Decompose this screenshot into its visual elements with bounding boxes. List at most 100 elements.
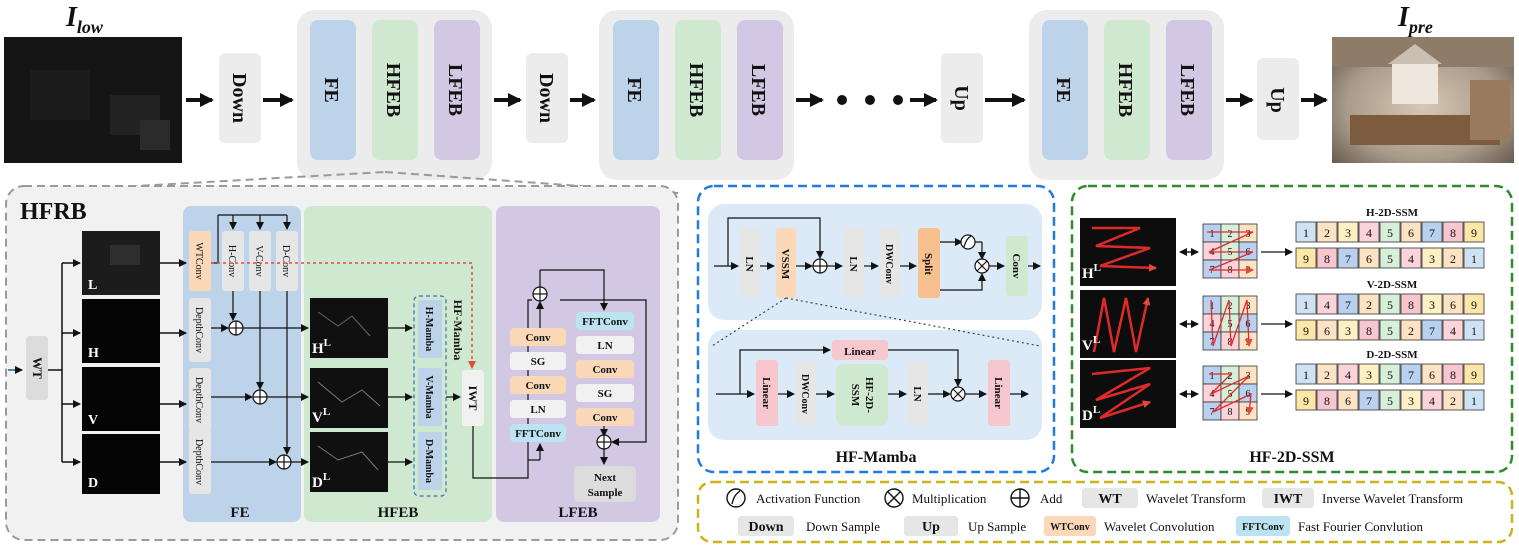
svg-text:Down: Down: [535, 73, 557, 123]
ssm-sequence-cell: [1295, 221, 1317, 243]
ssm-grid-number: 9: [1246, 337, 1251, 348]
ssm-sequence-value: 2: [1450, 394, 1456, 408]
ssm-sequence-value: 3: [1366, 368, 1372, 382]
ssm-sequence-cell: [1421, 247, 1443, 269]
ssm-sequence-value: 2: [1408, 324, 1414, 338]
ssm-feature-image: [1080, 218, 1176, 286]
ssm-sequence-value: 7: [1429, 226, 1435, 240]
svg-text:LN: LN: [743, 256, 755, 271]
svg-text:D-Mamba: D-Mamba: [423, 439, 434, 483]
svg-text:HFEB: HFEB: [1114, 63, 1136, 117]
ssm-sequence-value: 9: [1303, 394, 1309, 408]
ssm-sequence-cell: [1316, 363, 1338, 385]
ssm-sequence-value: 7: [1345, 252, 1351, 266]
svg-text:FE: FE: [1052, 77, 1074, 103]
ssm-sequence-cell: [1295, 363, 1317, 385]
ssm-sequence-cell: [1400, 221, 1422, 243]
svg-text:SG: SG: [598, 388, 613, 400]
svg-text:HFEB: HFEB: [378, 505, 419, 521]
svg-text:Down: Down: [748, 520, 783, 535]
ssm-sequence-cell: [1463, 247, 1485, 269]
svg-text:Conv: Conv: [1010, 253, 1022, 279]
ssm-sequence-value: 1: [1471, 394, 1477, 408]
hf2dssm-block: [836, 364, 888, 426]
ssm-sequence-cell: [1337, 319, 1359, 341]
ssm-sequence-cell: [1379, 363, 1401, 385]
input-image: [4, 37, 182, 163]
svg-text:Multiplication: Multiplication: [912, 491, 987, 506]
svg-text:VL: VL: [312, 406, 330, 426]
svg-text:H-Mamba: H-Mamba: [423, 307, 434, 351]
feature-h: [310, 298, 388, 358]
ssm-grid-number: 7: [1210, 407, 1215, 418]
svg-text:FFTConv: FFTConv: [515, 428, 561, 440]
ssm-sequence-value: 4: [1366, 226, 1372, 240]
svg-text:FFTConv: FFTConv: [1242, 522, 1284, 533]
ssm-sequence-cell: [1379, 319, 1401, 341]
svg-text:Conv: Conv: [525, 332, 551, 344]
svg-text:DWConv: DWConv: [883, 244, 894, 284]
ssm-sequence-cell: [1400, 389, 1422, 411]
ssm-sequence-cell: [1379, 293, 1401, 315]
hfeb-block-1: [372, 20, 418, 160]
ssm-sequence-cell: [1295, 293, 1317, 315]
svg-text:HFEB: HFEB: [382, 63, 404, 117]
svg-text:Up: Up: [922, 520, 940, 535]
ssm-sequence-value: 9: [1471, 298, 1477, 312]
svg-text:Next: Next: [594, 472, 616, 484]
svg-text:V: V: [88, 413, 98, 428]
iwt-block: [462, 370, 484, 426]
svg-text:HF-Mamba: HF-Mamba: [836, 449, 917, 466]
svg-text:Inverse Wavelet Transform: Inverse Wavelet Transform: [1322, 491, 1463, 506]
svg-text:HF-2D-: HF-2D-: [863, 377, 875, 413]
hfrb-title: HFRB: [20, 199, 87, 225]
ssm-sequence-cell: [1358, 319, 1380, 341]
ssm-feature-label: HL: [1082, 262, 1101, 282]
ssm-sequence-value: 1: [1303, 368, 1309, 382]
ssm-sequence-cell: [1442, 221, 1464, 243]
fe-block-1: [310, 20, 356, 160]
ssm-sequence-value: 8: [1324, 394, 1330, 408]
ssm-sequence-value: 2: [1450, 252, 1456, 266]
feature-d: [310, 432, 388, 492]
hf-mamba-panel: HF-Mamba LN VSSM LN DWConv Split Conv: [696, 184, 1056, 474]
ssm-grid-number: 2: [1228, 301, 1233, 312]
ssm-sequence-value: 5: [1387, 298, 1393, 312]
ssm-sequence-cell: [1295, 389, 1317, 411]
split-block: [918, 228, 940, 298]
ssm-sequence-cell: [1316, 319, 1338, 341]
lfeb-right-column: FFTConv LN Conv SG Conv: [576, 312, 634, 426]
ssm-sequence-cell: [1400, 293, 1422, 315]
svg-text:LN: LN: [911, 386, 923, 401]
ssm-sequence-value: 4: [1429, 394, 1435, 408]
ssm-sequence-value: 2: [1324, 368, 1330, 382]
ssm-sequence-value: 6: [1324, 324, 1330, 338]
ssm-sequence-value: 9: [1303, 252, 1309, 266]
ssm-sequence-value: 4: [1408, 252, 1414, 266]
ssm-sequence-value: 3: [1429, 298, 1435, 312]
ssm-sequence-cell: [1337, 221, 1359, 243]
ssm-sequence-cell: [1463, 319, 1485, 341]
ssm-sequence-cell: [1295, 247, 1317, 269]
up-block-1: [941, 53, 983, 143]
svg-text:D-Conv: D-Conv: [280, 245, 291, 277]
svg-text:IWT: IWT: [1274, 492, 1303, 507]
svg-text:Down Sample: Down Sample: [806, 519, 880, 534]
down-label-1: Down: [228, 73, 250, 123]
ssm-sequence-cell: [1358, 221, 1380, 243]
down-block-2: [526, 53, 568, 143]
ssm-grid-number: 6: [1246, 389, 1251, 400]
svg-text:Split: Split: [922, 253, 934, 275]
svg-text:Linear: Linear: [844, 346, 876, 358]
svg-text:Sample: Sample: [588, 487, 623, 499]
svg-text:LN: LN: [530, 404, 545, 416]
svg-text:V-Conv: V-Conv: [253, 245, 264, 276]
ssm-sequence-cell: [1463, 363, 1485, 385]
ssm-sequence-cell: [1358, 363, 1380, 385]
svg-text:LFEB: LFEB: [747, 64, 769, 116]
ssm-grid-number: 3: [1246, 301, 1251, 312]
ssm-sequence-cell: [1337, 363, 1359, 385]
